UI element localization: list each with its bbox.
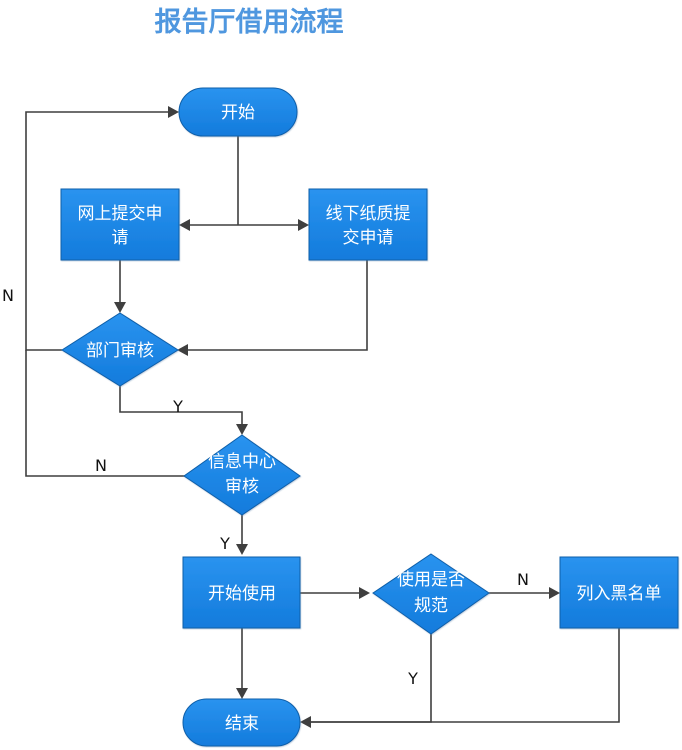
start-use-label: 开始使用 [208,583,276,604]
online-application-label-line1: 网上提交申 [78,204,163,224]
arrow-head [236,424,248,435]
connector-offline-dept [186,260,368,351]
blacklist-label: 列入黑名单 [577,584,662,604]
start-use-process [182,556,301,629]
start-label: 开始 [221,103,255,123]
arrow-head [114,302,126,313]
arrow-head [236,688,248,699]
online-application-label-line2: 请 [112,228,129,248]
offline-application-node: 线下纸质提 交申请 [308,188,428,261]
connector-info-no [25,350,186,477]
offline-application-label-line2: 交申请 [343,228,394,248]
offline-application-label-line1: 线下纸质提 [326,204,411,224]
arrow-head [300,716,311,728]
department-review-yes-label: Y [172,397,183,416]
department-review-node: 部门审核 [61,312,179,387]
connector-dept-no [25,111,170,351]
end-terminator [182,698,301,747]
arrow-head [179,219,190,231]
usage-compliance-label-line2: 规范 [414,596,448,616]
page-title: 报告厅借用流程 [155,7,344,38]
usage-compliance-label-line1: 使用是否 [397,569,465,590]
arrow-head [168,106,179,118]
connectors [25,106,620,728]
blacklist-node: 列入黑名单 [559,556,679,629]
information-center-review-label-line1: 信息中心 [208,452,276,472]
usage-compliance-yes-label: Y [407,669,418,688]
offline-application-process [308,188,428,261]
start-use-node: 开始使用 [182,556,301,629]
arrow-head [359,587,370,599]
department-review-decision [61,312,179,387]
usage-compliance-no-label: N [517,570,529,589]
start-node: 开始 [178,87,298,137]
online-application-process [60,188,180,261]
blacklist-process [559,556,679,629]
usage-compliance-decision [372,553,490,635]
arrow-head [298,219,309,231]
end-node: 结束 [182,698,301,747]
arrow-head [177,344,188,356]
information-center-review-decision [183,434,301,516]
connector-dept-yes [119,386,243,426]
outer-loop-no-label: N [2,286,14,305]
department-review-label: 部门审核 [86,341,154,361]
online-application-node: 网上提交申 请 [60,188,180,261]
information-center-review-label-line2: 审核 [225,477,259,497]
arrow-head [549,587,560,599]
arrow-head [236,544,248,555]
end-label: 结束 [225,714,259,734]
connector-blacklist-end [309,628,620,723]
information-center-no-label: N [95,456,107,475]
information-center-yes-label: Y [219,534,230,553]
information-center-review-node: 信息中心 审核 [183,434,301,516]
usage-compliance-node: 使用是否 规范 [372,553,490,635]
start-terminator [178,87,298,137]
